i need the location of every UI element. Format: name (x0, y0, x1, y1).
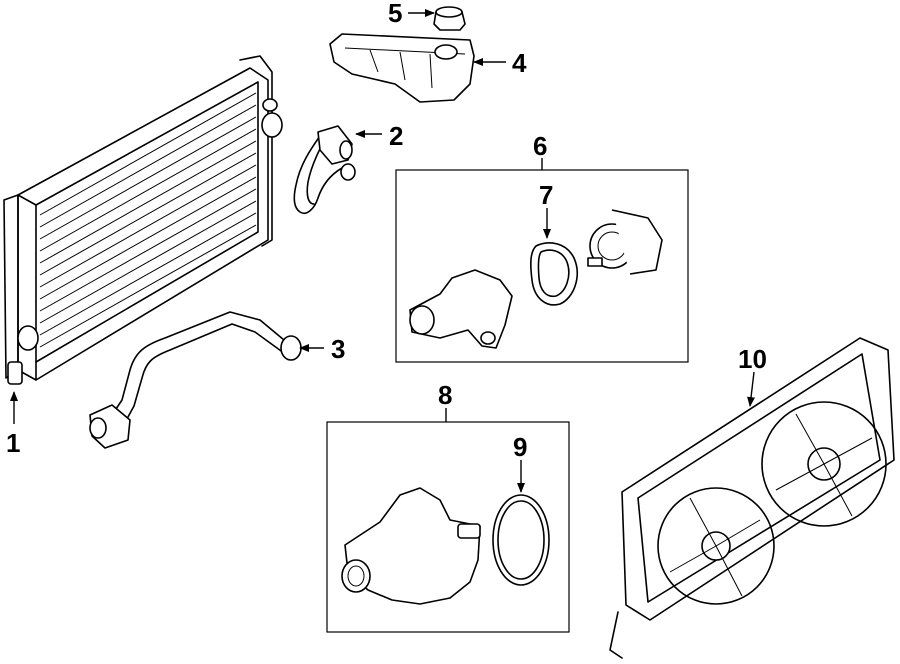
callout-5: 5 (388, 0, 402, 28)
callout-9: 9 (513, 432, 527, 462)
thermostat-gasket (530, 242, 578, 306)
callout-10: 10 (738, 344, 767, 374)
radiator (3, 55, 283, 385)
upper-radiator-hose (293, 125, 356, 214)
callout-4: 4 (512, 48, 527, 78)
cooling-fan-assembly (609, 337, 895, 659)
callout-6: 6 (533, 131, 547, 161)
water-pump (341, 487, 481, 605)
lower-radiator-hose (89, 311, 302, 449)
callout-1: 1 (6, 428, 20, 458)
callout-7: 7 (539, 180, 553, 210)
callout-2: 2 (389, 121, 403, 151)
thermostat-housing (409, 269, 513, 349)
callout-3: 3 (331, 334, 345, 364)
leader-lines (10, 9, 756, 493)
water-pump-gasket (492, 494, 550, 586)
thermostat (587, 209, 663, 275)
coolant-reservoir (329, 33, 475, 103)
water-pump-group-box (326, 421, 570, 633)
reservoir-cap (433, 6, 466, 31)
callout-8: 8 (438, 380, 452, 410)
